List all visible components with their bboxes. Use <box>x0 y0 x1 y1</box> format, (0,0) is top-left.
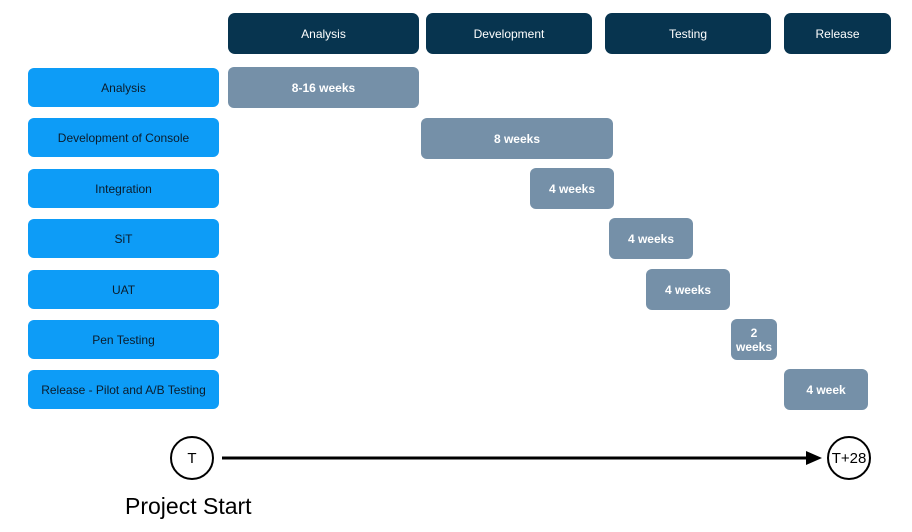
phase-header-development: Development <box>426 13 592 54</box>
duration-bar-uat: 4 weeks <box>646 269 730 310</box>
milestone-start: T <box>170 436 214 480</box>
duration-bar-release: 4 week <box>784 369 868 410</box>
duration-bar-sit: 4 weeks <box>609 218 693 259</box>
task-label-sit: SiT <box>28 219 219 258</box>
duration-bar-integration: 4 weeks <box>530 168 614 209</box>
duration-bar-pen-testing: 2 weeks <box>731 319 777 360</box>
phase-header-analysis: Analysis <box>228 13 419 54</box>
task-label-uat: UAT <box>28 270 219 309</box>
task-label-pen-testing: Pen Testing <box>28 320 219 359</box>
task-label-release: Release - Pilot and A/B Testing <box>28 370 219 409</box>
task-label-analysis: Analysis <box>28 68 219 107</box>
task-label-development: Development of Console <box>28 118 219 157</box>
project-start-caption: Project Start <box>125 493 252 519</box>
duration-bar-development: 8 weeks <box>421 118 613 159</box>
phase-header-testing: Testing <box>605 13 771 54</box>
phase-header-release: Release <box>784 13 891 54</box>
milestone-end: T+28 <box>827 436 871 480</box>
task-label-integration: Integration <box>28 169 219 208</box>
duration-bar-analysis: 8-16 weeks <box>228 67 419 108</box>
